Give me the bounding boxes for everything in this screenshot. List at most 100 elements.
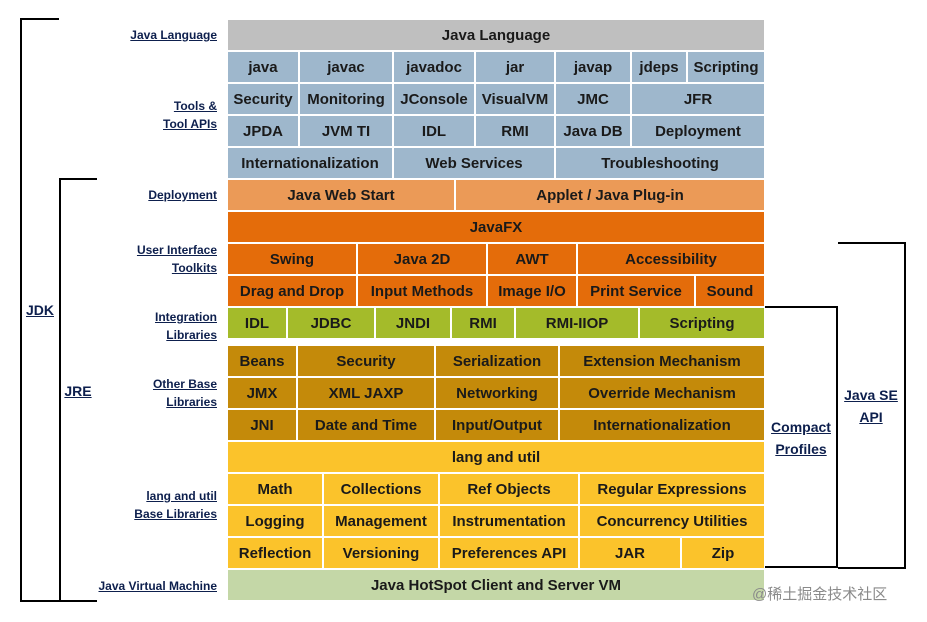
row-lang-util-3: Reflection Versioning Preferences API JA… bbox=[228, 538, 764, 568]
label-lang-util-line2: Base Libraries bbox=[134, 507, 217, 521]
label-ui-toolkits-line2: Toolkits bbox=[171, 261, 217, 275]
cell-rmi-iiop: RMI-IIOP bbox=[516, 308, 640, 338]
cell-javafx: JavaFX bbox=[228, 212, 764, 242]
row-java-language: Java Language bbox=[228, 20, 764, 50]
jre-label: JRE bbox=[61, 380, 95, 402]
cell-scripting-tool: Scripting bbox=[688, 52, 764, 82]
label-java-language-line1: Java Language bbox=[130, 28, 217, 42]
java-se-api-line2: API bbox=[859, 409, 883, 425]
cell-jvm-ti: JVM TI bbox=[300, 116, 394, 146]
cell-javac: javac bbox=[300, 52, 394, 82]
cell-web-services: Web Services bbox=[394, 148, 556, 178]
label-integration: Integration Libraries bbox=[155, 308, 217, 344]
cell-serialization: Serialization bbox=[436, 346, 560, 376]
cell-reflection: Reflection bbox=[228, 538, 324, 568]
label-integration-line2: Libraries bbox=[166, 328, 217, 342]
java-se-api-bracket bbox=[838, 242, 906, 569]
cell-troubleshooting: Troubleshooting bbox=[556, 148, 764, 178]
label-deployment: Deployment bbox=[148, 186, 217, 204]
cell-jdeps: jdeps bbox=[632, 52, 688, 82]
row-tools-1: java javac javadoc jar javap jdeps Scrip… bbox=[228, 52, 764, 82]
compact-profiles-label: Compact Profiles bbox=[768, 416, 834, 460]
jdk-label: JDK bbox=[22, 299, 58, 321]
cell-hotspot-vm: Java HotSpot Client and Server VM bbox=[228, 570, 764, 600]
row-other-base-3: JNI Date and Time Input/Output Internati… bbox=[228, 410, 764, 440]
row-deployment: Java Web Start Applet / Java Plug-in bbox=[228, 180, 764, 210]
row-tools-4: Internationalization Web Services Troubl… bbox=[228, 148, 764, 178]
row-jvm: Java HotSpot Client and Server VM bbox=[228, 570, 764, 600]
cell-input-output: Input/Output bbox=[436, 410, 560, 440]
cell-extension-mechanism: Extension Mechanism bbox=[560, 346, 764, 376]
label-lang-util: lang and util Base Libraries bbox=[134, 487, 217, 523]
watermark: @稀土掘金技术社区 bbox=[752, 586, 888, 603]
cell-jconsole: JConsole bbox=[394, 84, 476, 114]
jre-bracket bbox=[59, 178, 97, 602]
cell-javadoc: javadoc bbox=[394, 52, 476, 82]
cell-internationalization-tool: Internationalization bbox=[228, 148, 394, 178]
cell-jar: JAR bbox=[580, 538, 682, 568]
cell-swing: Swing bbox=[228, 244, 358, 274]
cell-jfr: JFR bbox=[632, 84, 764, 114]
label-other-base-line1: Other Base bbox=[152, 377, 217, 391]
row-tools-3: JPDA JVM TI IDL RMI Java DB Deployment bbox=[228, 116, 764, 146]
cell-java-language: Java Language bbox=[228, 20, 764, 50]
label-ui-toolkits: User Interface Toolkits bbox=[137, 241, 217, 277]
cell-deployment-tool: Deployment bbox=[632, 116, 764, 146]
label-tools-line2: Tool APIs bbox=[163, 117, 217, 131]
row-integration: IDL JDBC JNDI RMI RMI-IIOP Scripting bbox=[228, 308, 764, 338]
label-other-base: Other Base Libraries bbox=[153, 375, 217, 411]
cell-security: Security bbox=[298, 346, 436, 376]
cell-idl-tool: IDL bbox=[394, 116, 476, 146]
cell-security-tool: Security bbox=[228, 84, 300, 114]
cell-zip: Zip bbox=[682, 538, 764, 568]
cell-override-mechanism: Override Mechanism bbox=[560, 378, 764, 408]
cell-versioning: Versioning bbox=[324, 538, 440, 568]
cell-concurrency-utilities: Concurrency Utilities bbox=[580, 506, 764, 536]
cell-java-web-start: Java Web Start bbox=[228, 180, 456, 210]
cell-jmc: JMC bbox=[556, 84, 632, 114]
row-ui-1: Swing Java 2D AWT Accessibility bbox=[228, 244, 764, 274]
row-tools-2: Security Monitoring JConsole VisualVM JM… bbox=[228, 84, 764, 114]
cell-rmi: RMI bbox=[452, 308, 516, 338]
row-lang-util-1: Math Collections Ref Objects Regular Exp… bbox=[228, 474, 764, 504]
cell-networking: Networking bbox=[436, 378, 560, 408]
cell-java-db: Java DB bbox=[556, 116, 632, 146]
cell-jndi: JNDI bbox=[376, 308, 452, 338]
cell-java-2d: Java 2D bbox=[358, 244, 488, 274]
row-other-base-1: Beans Security Serialization Extension M… bbox=[228, 346, 764, 376]
cell-ref-objects: Ref Objects bbox=[440, 474, 580, 504]
row-other-base-2: JMX XML JAXP Networking Override Mechani… bbox=[228, 378, 764, 408]
row-lang-util-2: Logging Management Instrumentation Concu… bbox=[228, 506, 764, 536]
compact-profiles-line2: Profiles bbox=[775, 441, 827, 457]
cell-accessibility: Accessibility bbox=[578, 244, 764, 274]
label-ui-toolkits-line1: User Interface bbox=[136, 243, 217, 257]
label-java-language: Java Language bbox=[130, 26, 217, 44]
cell-rmi-tool: RMI bbox=[476, 116, 556, 146]
cell-lang-and-util: lang and util bbox=[228, 442, 764, 472]
cell-jdbc: JDBC bbox=[288, 308, 376, 338]
cell-sound: Sound bbox=[696, 276, 764, 306]
cell-scripting: Scripting bbox=[640, 308, 764, 338]
cell-preferences-api: Preferences API bbox=[440, 538, 580, 568]
compact-profiles-line1: Compact bbox=[771, 419, 831, 435]
label-deployment-line1: Deployment bbox=[148, 188, 217, 202]
cell-management: Management bbox=[324, 506, 440, 536]
row-lang-util: lang and util bbox=[228, 442, 764, 472]
cell-awt: AWT bbox=[488, 244, 578, 274]
cell-beans: Beans bbox=[228, 346, 298, 376]
label-other-base-line2: Libraries bbox=[166, 395, 217, 409]
cell-collections: Collections bbox=[324, 474, 440, 504]
cell-print-service: Print Service bbox=[578, 276, 696, 306]
cell-input-methods: Input Methods bbox=[358, 276, 488, 306]
cell-internationalization: Internationalization bbox=[560, 410, 764, 440]
cell-image-io: Image I/O bbox=[488, 276, 578, 306]
cell-math: Math bbox=[228, 474, 324, 504]
label-tools: Tools & Tool APIs bbox=[163, 97, 217, 133]
java-se-api-line1: Java SE bbox=[844, 387, 898, 403]
cell-jar: jar bbox=[476, 52, 556, 82]
label-lang-util-line1: lang and util bbox=[146, 489, 217, 503]
java-se-api-label: Java SE API bbox=[840, 384, 902, 428]
cell-visualvm: VisualVM bbox=[476, 84, 556, 114]
cell-applet-plugin: Applet / Java Plug-in bbox=[456, 180, 764, 210]
cell-idl: IDL bbox=[228, 308, 288, 338]
